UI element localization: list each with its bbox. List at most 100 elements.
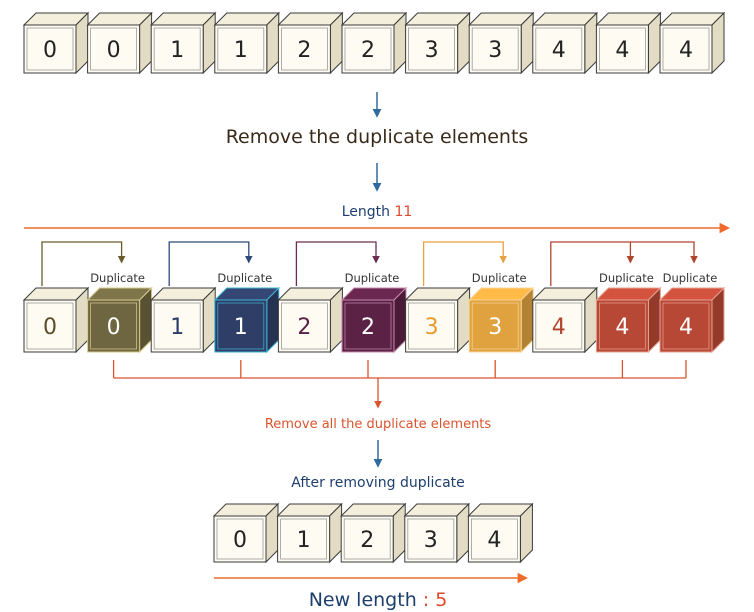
top-array-cell: 1 [213,11,281,75]
cell-value: 4 [679,38,693,63]
top-array-cell: 4 [658,11,726,75]
cube-side-face [647,286,661,354]
cube-inner-border [535,27,583,71]
cube-inner-border [344,27,392,71]
cell-value: 2 [361,38,375,63]
cube-inner-border [471,27,519,71]
cube-front-face [405,299,459,353]
cube-front-face [87,299,141,353]
new-length-prefix: New length [309,589,417,611]
cube-front-face [277,299,331,353]
cube-front-face [213,515,267,563]
cube-inner-border [90,27,137,71]
unique-cell: 1 [149,286,217,354]
cube-front-face [404,515,458,563]
duplicate-arrow [295,241,380,286]
cell-value: 4 [615,38,629,63]
cube-inner-border [280,27,328,71]
step-after-removing-text: After removing duplicate [291,475,465,491]
cube-inner-border [280,302,328,350]
cube-side-face [393,286,407,354]
top-array-cell: 2 [340,11,408,75]
cube-inner-border [408,302,456,350]
cube-front-face [150,24,204,74]
duplicate-cell: 4 [658,286,726,354]
cube-inner-border [26,27,74,71]
cube-side-face [520,286,534,354]
duplicate-arrow [41,241,126,286]
cell-value: 3 [488,38,502,63]
cube-inner-border [535,302,583,350]
cell-value: 0 [107,38,121,63]
cell-value: 1 [170,38,184,63]
unique-cell: 2 [277,286,344,354]
cube-front-face [468,24,522,74]
top-array-cell: 4 [595,11,662,75]
duplicate-arrow [168,241,253,286]
cube-front-face [532,24,586,74]
cube-inner-border [217,27,265,71]
cube-side-face [329,286,343,354]
duplicate-arrow [550,241,698,286]
unique-cell: 0 [22,286,90,354]
duplicate-label: Duplicate [599,271,654,285]
cell-value: 1 [170,315,184,340]
cube-front-face [23,24,77,74]
duplicate-label: Duplicate [90,271,145,285]
cube-front-face [405,24,459,74]
cube-front-face [595,299,649,353]
top-array-cell: 0 [22,11,90,75]
cube-front-face [87,24,141,74]
cell-value: 2 [297,315,311,340]
cube-inner-border [217,302,265,350]
cube-inner-border [343,518,391,560]
cube-front-face [23,299,77,353]
cube-front-face [340,515,394,563]
length-label: Length 11 [342,204,413,220]
duplicate-label: Duplicate [472,271,527,285]
cube-inner-border [153,302,201,350]
cube-side-face [202,286,216,354]
duplicate-cell: 3 [467,286,535,354]
cube-inner-border [599,302,646,350]
cube-inner-border [662,302,710,350]
step-remove-duplicates-text: Remove the duplicate elements [226,126,529,148]
duplicate-label: Duplicate [217,271,272,285]
top-array-cell: 1 [149,11,217,75]
merge-bracket [112,360,687,409]
result-array-cell: 3 [403,502,471,564]
cell-value: 0 [107,315,121,340]
cube-side-face [457,286,471,354]
cell-value: 3 [424,528,438,553]
cube-inner-border [216,518,264,560]
top-array-cell: 0 [86,11,153,75]
top-array-cell: 4 [531,11,599,75]
cell-value: 4 [615,315,629,340]
duplicate-cell: 0 [86,286,153,354]
cube-inner-border [280,518,328,560]
cube-front-face [468,299,522,353]
cube-front-face [532,299,586,353]
cube-inner-border [90,302,137,350]
cell-value: 2 [297,38,311,63]
cube-inner-border [470,518,518,560]
cube-side-face [139,286,153,354]
cube-front-face [277,24,331,74]
top-array-cell: 2 [277,11,344,75]
result-array-cell: 0 [212,502,280,564]
cube-front-face [150,299,204,353]
cell-value: 3 [425,38,439,63]
cube-inner-border [408,27,456,71]
cell-value: 0 [43,38,57,63]
result-array-cell: 1 [276,502,343,564]
cube-inner-border [471,302,519,350]
cube-front-face [595,24,649,74]
duplicate-cell: 2 [340,286,408,354]
cube-inner-border [407,518,455,560]
duplicate-cell: 1 [213,286,281,354]
result-array-cell: 4 [467,502,534,564]
